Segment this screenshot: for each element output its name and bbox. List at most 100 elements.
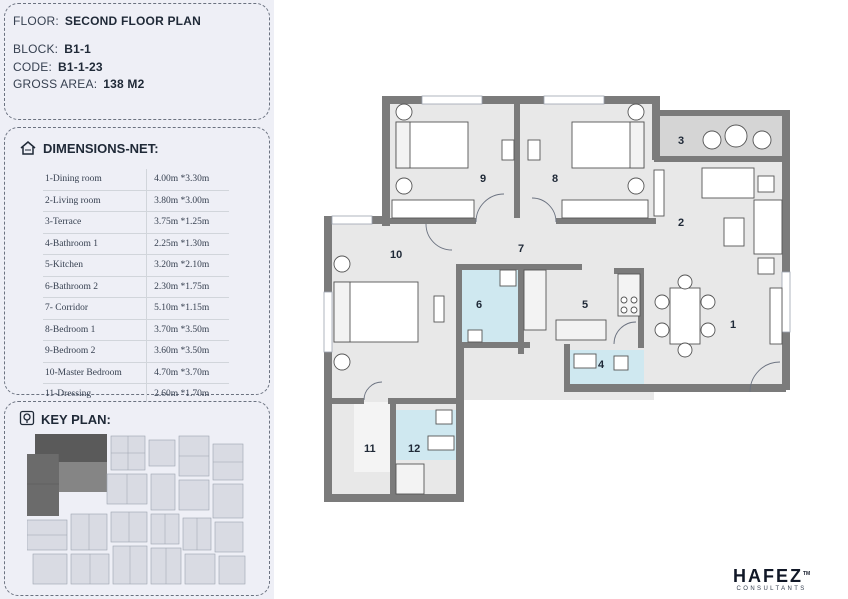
dining-table xyxy=(669,287,701,345)
lamp-8a xyxy=(627,103,645,121)
dimension-room: 1-Dining room xyxy=(43,169,147,191)
dimension-size: 3.75m *1.25m xyxy=(146,211,229,234)
block-label: BLOCK: xyxy=(13,42,59,56)
toilet-4 xyxy=(573,353,597,369)
toilet-6 xyxy=(467,329,483,343)
toilet-12 xyxy=(427,435,455,451)
wardrobe-8 xyxy=(561,199,649,219)
room-label-3: 3 xyxy=(678,135,684,147)
dimension-room: 4-Bathroom 1 xyxy=(43,233,147,255)
sink-6 xyxy=(499,269,517,287)
room-label-9: 9 xyxy=(480,173,486,185)
doors xyxy=(363,193,781,401)
furniture xyxy=(333,103,783,495)
kitchen-counter-b xyxy=(617,273,641,317)
highlight-unit-wing xyxy=(27,454,59,516)
sink-4 xyxy=(613,355,629,371)
dimension-size: 4.00m *3.30m xyxy=(146,169,229,191)
kitchen-counter-c xyxy=(555,319,607,341)
lamp-8b xyxy=(627,177,645,195)
room-label-5: 5 xyxy=(582,299,588,311)
logo-subtitle: CONSULTANTS xyxy=(736,586,807,592)
room-label-1: 1 xyxy=(730,319,736,331)
room-label-10: 10 xyxy=(390,249,402,261)
dimension-size: 4.70m *3.70m xyxy=(146,362,229,384)
code-label: CODE: xyxy=(13,60,53,74)
kitchen-counter-a xyxy=(523,269,547,331)
sink-12 xyxy=(435,409,453,425)
key-plan-card: KEY PLAN: xyxy=(4,401,270,596)
floor-value: SECOND FLOOR PLAN xyxy=(64,14,201,28)
room-label-7: 7 xyxy=(518,243,524,255)
room-label-4: 4 xyxy=(598,359,605,371)
key-plan-title: KEY PLAN: xyxy=(41,411,111,427)
dimension-room: 6-Bathroom 2 xyxy=(43,276,147,298)
logo-name: HAFEZTM xyxy=(733,566,811,586)
dimension-size: 3.70m *3.50m xyxy=(146,319,229,341)
dimension-room: 7- Corridor xyxy=(43,297,147,320)
location-pin-icon xyxy=(19,410,35,426)
logo-tm: TM xyxy=(803,571,811,577)
dimensions-title: DIMENSIONS-NET: xyxy=(43,140,159,156)
info-sidebar: FLOOR: SECOND FLOOR PLAN BLOCK: B1-1 CODE:… xyxy=(0,0,274,599)
coffee-table xyxy=(723,217,745,247)
hafez-logo: HAFEZTM CONSULTANTS xyxy=(733,565,810,592)
master-lamp-b xyxy=(333,353,351,371)
floor-label: FLOOR: xyxy=(13,14,59,28)
dimension-size: 3.80m *3.00m xyxy=(146,190,229,212)
dimension-room: 9-Bedroom 2 xyxy=(43,340,147,363)
house-icon xyxy=(20,141,36,155)
room-label-12: 12 xyxy=(408,443,420,455)
shower-12 xyxy=(395,463,425,495)
sofa-side xyxy=(753,199,783,255)
code-value: B1-1-23 xyxy=(58,60,103,74)
floor-row: FLOOR: SECOND FLOOR PLAN xyxy=(13,14,201,28)
block-row: BLOCK: B1-1 xyxy=(13,42,91,56)
area-row: GROSS AREA: 138 M2 xyxy=(13,77,144,91)
key-plan-drawing xyxy=(27,434,251,586)
dimension-size: 5.10m *1.15m xyxy=(146,297,229,320)
dimension-room: 8-Bedroom 1 xyxy=(43,319,147,341)
room-label-11: 11 xyxy=(364,443,376,455)
unit-info-card: FLOOR: SECOND FLOOR PLAN BLOCK: B1-1 CODE:… xyxy=(4,3,270,120)
dimension-size: 3.20m *2.10m xyxy=(146,254,229,277)
room-label-8: 8 xyxy=(552,173,558,185)
wardrobe-9 xyxy=(391,199,475,219)
terrace-table xyxy=(724,124,748,148)
sofa xyxy=(701,167,755,199)
sideboard xyxy=(769,287,783,345)
dimension-size: 3.60m *3.50m xyxy=(146,340,229,363)
area-value: 138 M2 xyxy=(103,77,145,91)
dressing-floor xyxy=(354,402,394,472)
dimensions-header: DIMENSIONS-NET: xyxy=(19,140,159,156)
code-row: CODE: B1-1-23 xyxy=(13,60,103,74)
key-plan-header: KEY PLAN: xyxy=(19,410,111,428)
dimension-room: 10-Master Bedroom xyxy=(43,362,147,384)
master-lamp-a xyxy=(333,255,351,273)
area-label: GROSS AREA: xyxy=(13,77,98,91)
block-value: B1-1 xyxy=(64,42,92,56)
dimension-size: 2.30m *1.75m xyxy=(146,276,229,298)
floor-plan: 1 2 3 4 5 6 7 8 9 10 11 12 xyxy=(323,95,791,502)
dimension-room: 5-Kitchen xyxy=(43,254,147,277)
room-label-6: 6 xyxy=(476,299,482,311)
lamp-9a xyxy=(395,103,413,121)
dimension-size: 2.25m *1.30m xyxy=(146,233,229,255)
dimension-room: 3-Terrace xyxy=(43,211,147,234)
room-label-2: 2 xyxy=(678,217,684,229)
dimension-room: 2-Living room xyxy=(43,190,147,212)
lamp-9b xyxy=(395,177,413,195)
